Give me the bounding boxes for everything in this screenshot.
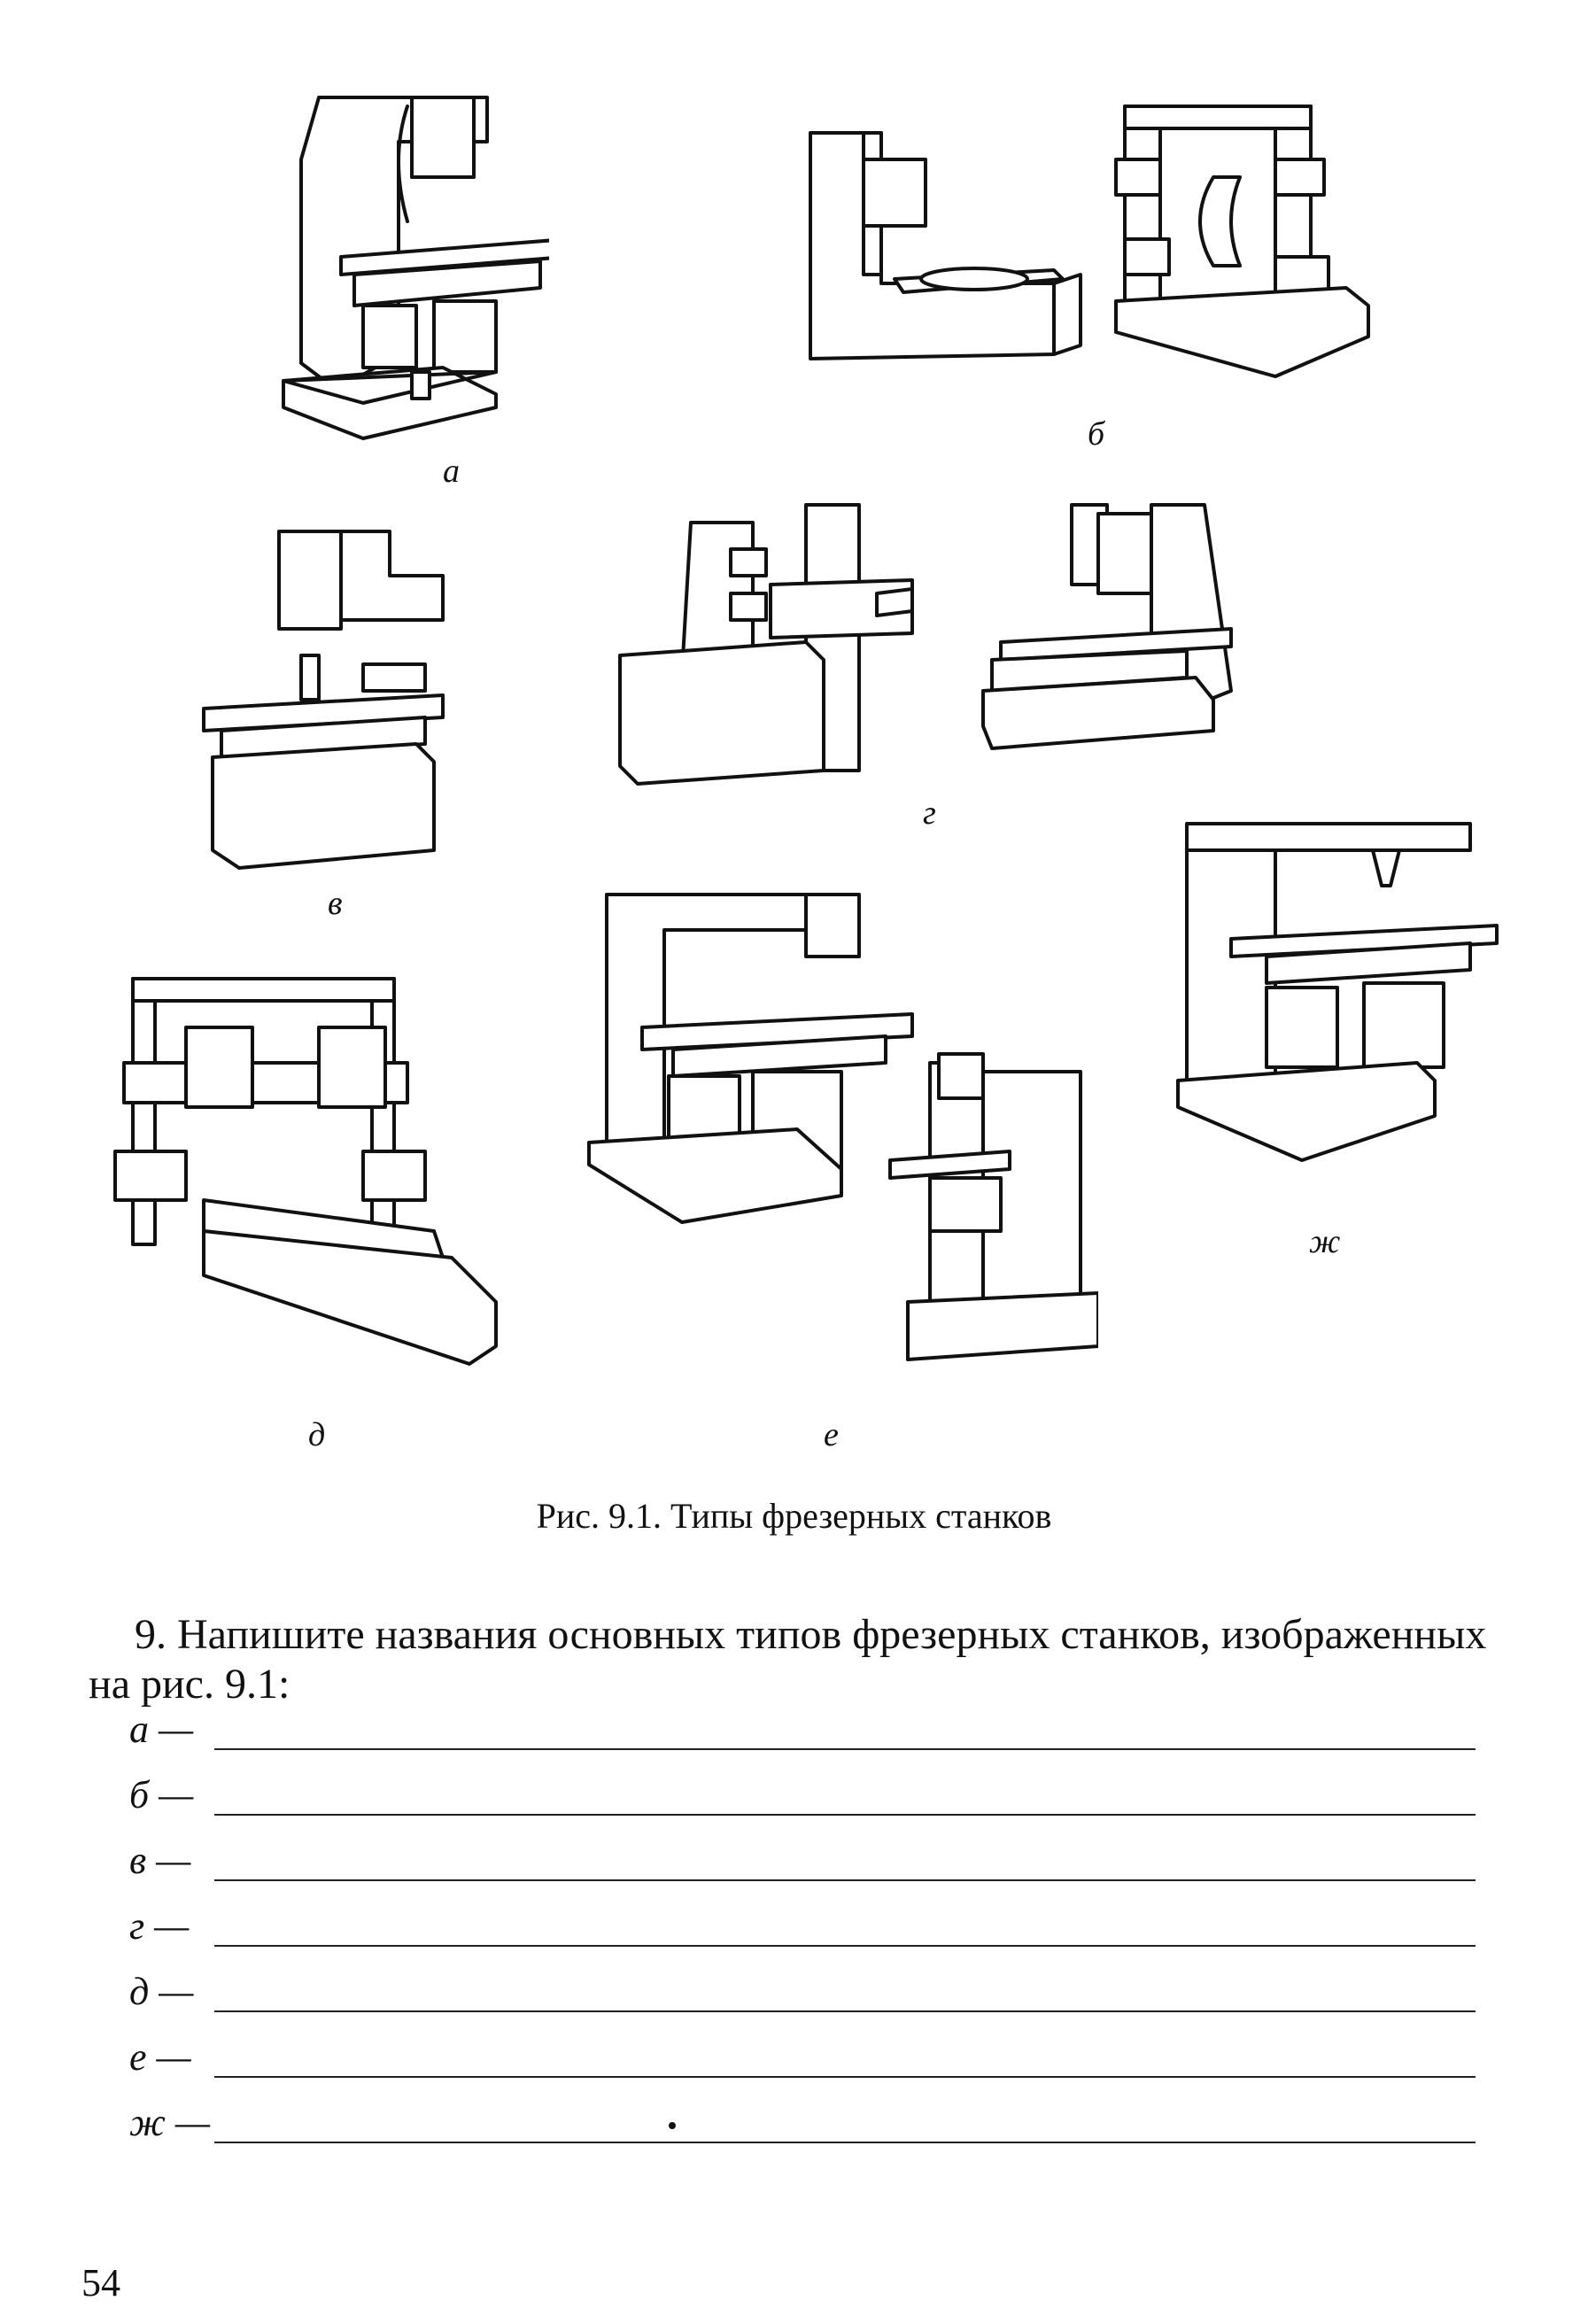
answer-line-a[interactable] (214, 1748, 1476, 1750)
figure-e-machine (576, 877, 1098, 1382)
answer-line-zh[interactable] (214, 2142, 1476, 2143)
answer-line-b[interactable] (214, 1814, 1476, 1816)
answer-label-e: е — (129, 2035, 191, 2079)
figure-v-machine (195, 523, 461, 877)
answer-line-d[interactable] (214, 2010, 1476, 2012)
ink-speck (669, 2122, 676, 2129)
task-text-line1: 9. Напишите названия основных типов фрез… (135, 1611, 1487, 1658)
figure-d-machine (97, 965, 514, 1382)
answer-row-a[interactable]: а — (129, 1704, 1476, 1757)
figure-b-machine (797, 89, 1382, 390)
answer-label-v: в — (129, 1839, 191, 1882)
answer-row-b[interactable]: б — (129, 1770, 1476, 1823)
figure-g-label: г (923, 794, 936, 832)
page-number: 54 (81, 2261, 120, 2305)
figure-b-label: б (1088, 415, 1105, 453)
figure-e-label: е (824, 1416, 839, 1453)
answer-label-b: б — (129, 1773, 194, 1817)
answer-line-v[interactable] (214, 1879, 1476, 1881)
answer-row-zh[interactable]: ж — (129, 2097, 1476, 2150)
figure-v-label: в (328, 885, 343, 922)
figure-caption: Рис. 9.1. Типы фрезерных станков (536, 1496, 1052, 1536)
answer-row-d[interactable]: д — (129, 1966, 1476, 2019)
answer-label-d: д — (129, 1970, 194, 2013)
answer-row-g[interactable]: г — (129, 1901, 1476, 1954)
figure-zh-machine (1169, 815, 1514, 1196)
answer-label-a: а — (129, 1708, 194, 1751)
figure-a-label: а (443, 453, 460, 490)
figure-zh-label: ж (1309, 1223, 1341, 1260)
figure-a-machine (266, 89, 549, 452)
answer-line-g[interactable] (214, 1945, 1476, 1947)
answer-row-v[interactable]: в — (129, 1835, 1476, 1888)
answer-label-g: г — (129, 1904, 190, 1948)
answer-line-e[interactable] (214, 2076, 1476, 2078)
answer-label-zh: ж — (129, 2101, 211, 2144)
figure-d-label: д (308, 1416, 326, 1453)
task-text-line2: на рис. 9.1: (89, 1661, 290, 1708)
answer-row-e[interactable]: е — (129, 2032, 1476, 2085)
figure-g-machine (611, 496, 1249, 788)
task-text: 9. Напишите названия основных типов фрез… (89, 1610, 1497, 1709)
